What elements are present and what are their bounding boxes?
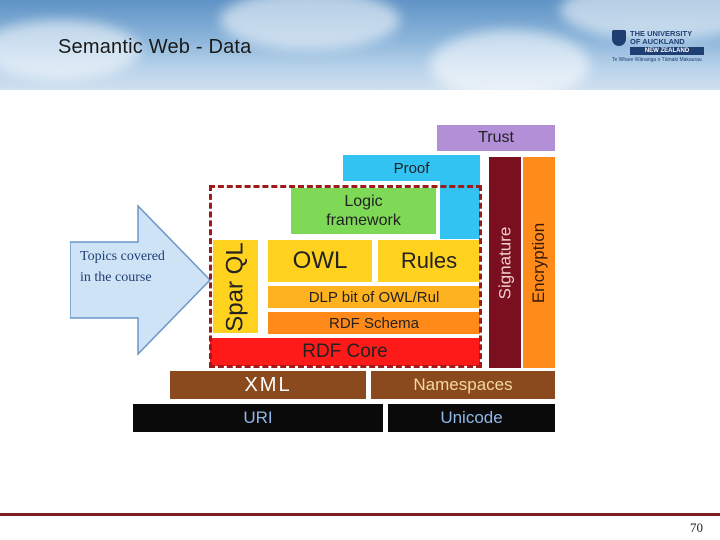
logo-line3: NEW ZEALAND [630, 47, 704, 55]
layer-rdf-schema: RDF Schema [268, 312, 480, 334]
logo-line2: OF AUCKLAND [630, 37, 685, 46]
layer-proof-extension [440, 181, 480, 239]
logo-tagline: Te Whare Wānanga o Tāmaki Makaurau [612, 57, 702, 63]
layer-trust: Trust [437, 125, 555, 151]
layer-unicode-label: Unicode [440, 408, 503, 427]
layer-xml-label: XML [244, 373, 292, 396]
layer-rdf-core-label: RDF Core [302, 341, 388, 362]
crest-icon [612, 30, 626, 46]
footer-divider [0, 513, 720, 516]
layer-sparql: Spar QL [213, 240, 258, 333]
cloud-decoration [0, 20, 140, 80]
layer-namespaces-label: Namespaces [413, 375, 513, 394]
layer-proof: Proof [343, 155, 480, 181]
university-logo: THE UNIVERSITY OF AUCKLAND NEW ZEALAND T… [612, 29, 704, 64]
callout-arrow [70, 204, 212, 356]
cloud-decoration [430, 30, 590, 90]
layer-dlp: DLP bit of OWL/Rul [268, 286, 480, 308]
layer-rules-label: Rules [400, 248, 458, 273]
layer-rules: Rules [378, 240, 480, 282]
layer-encryption-label: Encryption [529, 222, 549, 303]
layer-rdf-core: RDF Core [210, 338, 480, 366]
header-banner: Semantic Web - Data THE UNIVERSITY OF AU… [0, 0, 720, 90]
layer-logic-label: Logic framework [326, 193, 401, 229]
arrow-shape [70, 204, 212, 356]
layer-signature-label: Signature [495, 226, 514, 299]
layer-uri: URI [133, 404, 383, 432]
cloud-decoration [220, 0, 400, 50]
layer-encryption: Encryption [523, 157, 555, 368]
layer-trust-label: Trust [478, 129, 514, 146]
layer-unicode: Unicode [388, 404, 555, 432]
layer-dlp-label: DLP bit of OWL/Rul [308, 288, 440, 306]
layer-uri-label: URI [243, 408, 273, 427]
logo-line1: THE UNIVERSITY [630, 29, 693, 38]
layer-signature: Signature [489, 157, 521, 368]
callout-text: Topics covered in the course [80, 249, 165, 285]
layer-proof-label: Proof [393, 159, 430, 177]
layer-rdf-schema-label: RDF Schema [328, 314, 420, 332]
layer-xml: XML [170, 371, 366, 399]
covered-topics-border [209, 185, 482, 368]
page-number: 70 [690, 520, 703, 535]
layer-logic: Logic framework [291, 188, 436, 234]
page-title: Semantic Web - Data [58, 36, 252, 58]
layer-namespaces: Namespaces [371, 371, 555, 399]
layer-owl-label: OWL [292, 247, 348, 274]
layer-owl: OWL [268, 240, 372, 282]
